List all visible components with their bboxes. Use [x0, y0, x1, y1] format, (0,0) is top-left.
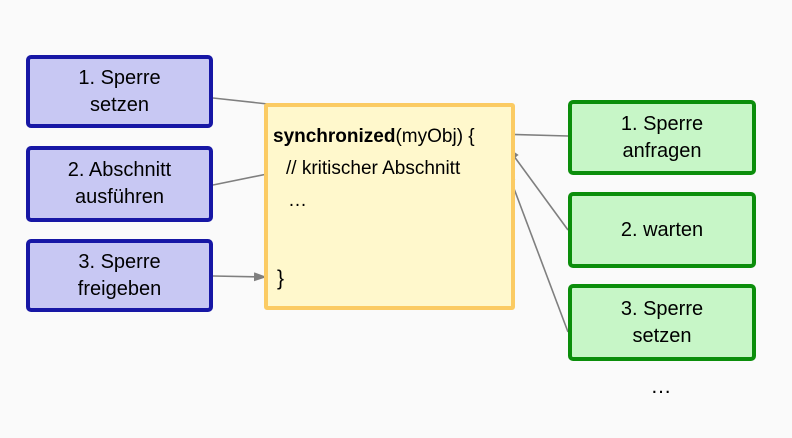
step-label-line: ausführen: [75, 186, 164, 208]
arrow-lock-release-to-brace: [212, 272, 267, 282]
step-label-line: setzen: [90, 93, 149, 116]
step-box-lock-set: 1. Sperre setzen: [26, 55, 213, 128]
code-keyword: synchronized: [273, 126, 396, 147]
step-label-line: 1. Sperre: [620, 112, 704, 135]
step-box-lock-acquire: 3. Sperre setzen: [568, 284, 756, 361]
step-box-lock-request: 1. Sperre anfragen: [568, 100, 756, 175]
synchronized-code-block: synchronized(myObj) { // kritischer Absc…: [264, 103, 515, 310]
code-line-comment: // kritischer Abschnitt: [286, 158, 461, 179]
step-label-line: 2. Abschnitt: [67, 159, 172, 181]
step-label-line: setzen: [632, 324, 692, 347]
step-box-section-execute: 2. Abschnitt ausführen: [26, 146, 213, 222]
step-box-lock-release: 3. Sperre freigeben: [26, 239, 213, 312]
step-label-line: 1. Sperre: [78, 66, 161, 89]
arrow-wait-to-code: [507, 147, 569, 231]
step-label-line: 3. Sperre: [78, 250, 161, 273]
continuation-ellipsis: …: [650, 375, 674, 398]
step-box-wait: 2. warten: [568, 192, 756, 268]
step-label-line: 2. warten: [620, 218, 704, 241]
step-label-line: freigeben: [77, 277, 162, 300]
code-line-closing-brace: }: [277, 267, 285, 290]
code-keyword-rest: (myObj) {: [395, 126, 475, 147]
code-line-ellipsis: …: [288, 190, 309, 211]
step-label-line: 3. Sperre: [620, 297, 704, 320]
arrow-lock-acquire-to-code: [506, 169, 569, 333]
code-line-synchronized: synchronized(myObj) {: [273, 121, 507, 153]
step-label-line: anfragen: [622, 139, 702, 162]
